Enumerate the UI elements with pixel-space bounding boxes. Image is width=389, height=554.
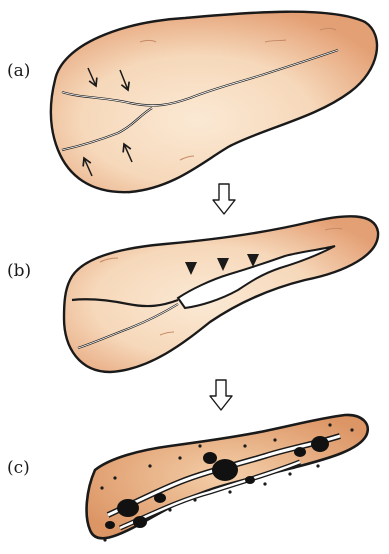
calcification — [245, 476, 255, 484]
panel-c-organ — [87, 415, 368, 542]
panel-a-organ-body — [51, 12, 377, 192]
calcification — [105, 521, 115, 529]
calcification — [117, 499, 139, 517]
calcification — [294, 447, 306, 457]
panel-b-organ — [64, 216, 378, 372]
down-arrow-icon — [213, 184, 235, 214]
calcification — [203, 452, 217, 464]
calcification — [311, 436, 329, 452]
panel-a-organ — [51, 12, 377, 192]
calcification — [154, 493, 166, 503]
calcification — [133, 516, 147, 528]
calcification — [212, 459, 238, 481]
down-arrow-icon — [210, 380, 232, 410]
